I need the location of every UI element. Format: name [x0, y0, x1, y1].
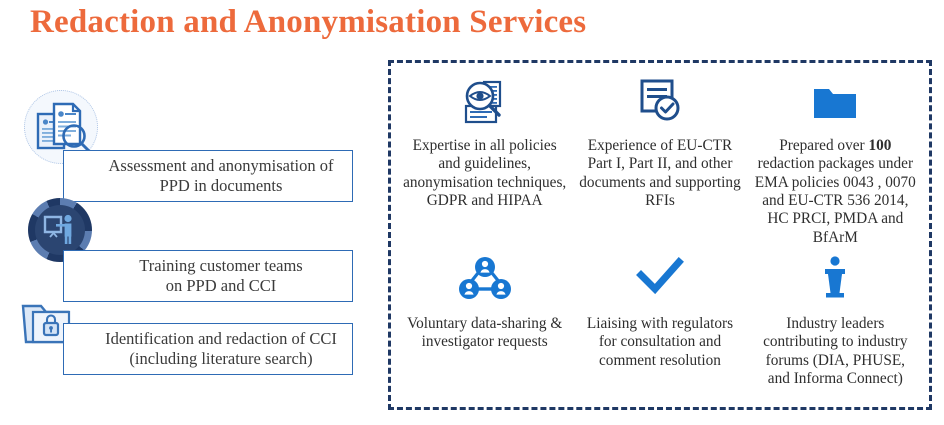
left-item-1-line1: Assessment and anonymisation of: [108, 155, 334, 175]
left-item-3-line2: (including literature search): [129, 349, 313, 368]
left-item-box-1[interactable]: Assessment and anonymisation of PPD in d…: [63, 150, 353, 202]
eye-magnifier-document-icon: [456, 73, 514, 133]
panel-cell-data-sharing[interactable]: Voluntary data-sharing & investigator re…: [397, 247, 572, 403]
panel-cell-packages[interactable]: Prepared over 100 redaction packages und…: [748, 69, 923, 247]
panel-cell-liaising[interactable]: Liaising with regulators for consultatio…: [572, 247, 747, 403]
panel-cell-packages-text: Prepared over 100 redaction packages und…: [754, 137, 917, 247]
folder-lock-icon: [20, 296, 82, 357]
panel-cell-liaising-text: Liaising with regulators for consultatio…: [586, 315, 734, 369]
packages-text-before: Prepared over: [779, 137, 869, 154]
packages-count: 100: [868, 137, 892, 154]
panel-cell-expertise-text: Expertise in all policies and guidelines…: [403, 137, 567, 210]
panel-cell-experience[interactable]: Experience of EU-CTR Part I, Part II, an…: [572, 69, 747, 247]
left-item-2-line2: on PPD and CCI: [165, 276, 277, 295]
checkmark-icon: [633, 251, 687, 305]
panel-cell-industry-leaders[interactable]: Industry leaders contributing to industr…: [748, 247, 923, 403]
folder-icon: [809, 73, 861, 133]
left-column: Assessment and anonymisation of PPD in d…: [0, 78, 380, 408]
panel-cell-experience-text: Experience of EU-CTR Part I, Part II, an…: [579, 137, 741, 210]
panel-cell-industry-leaders-text: Industry leaders contributing to industr…: [763, 315, 908, 388]
panel-cell-data-sharing-text: Voluntary data-sharing & investigator re…: [407, 315, 563, 351]
page-title: Redaction and Anonymisation Services: [30, 4, 587, 40]
podium-speaker-icon: [813, 251, 857, 305]
left-item-1-line2: PPD in documents: [159, 176, 283, 195]
documents-search-icon: [36, 100, 92, 161]
left-item-3-line1: Identification and redaction of CCI: [105, 328, 337, 348]
services-panel: Expertise in all policies and guidelines…: [388, 60, 932, 410]
left-item-box-2[interactable]: Training customer teams on PPD and CCI: [63, 250, 353, 302]
left-item-2-line1: Training customer teams: [139, 255, 303, 275]
document-check-icon: [634, 73, 686, 133]
training-presenter-icon: [42, 212, 78, 253]
people-network-icon: [458, 251, 512, 305]
packages-text-after: redaction packages under EMA policies 00…: [754, 155, 916, 246]
panel-cell-expertise[interactable]: Expertise in all policies and guidelines…: [397, 69, 572, 247]
left-item-box-3[interactable]: Identification and redaction of CCI (inc…: [63, 323, 353, 375]
